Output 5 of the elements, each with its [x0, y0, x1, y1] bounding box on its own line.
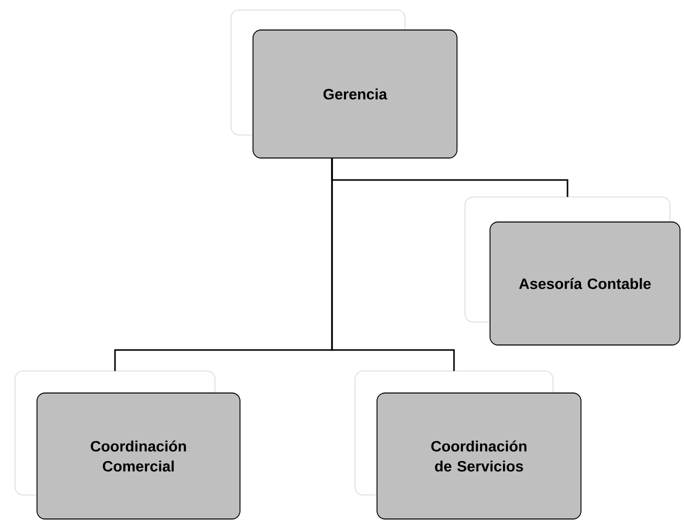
org-box: Coordinación Comercial — [14, 370, 240, 520]
org-box: Coordinación de Servicios — [354, 370, 582, 520]
org-box: Gerencia — [230, 10, 458, 158]
connector-line — [331, 158, 455, 371]
org-box: Asesoría Contable — [464, 196, 680, 346]
